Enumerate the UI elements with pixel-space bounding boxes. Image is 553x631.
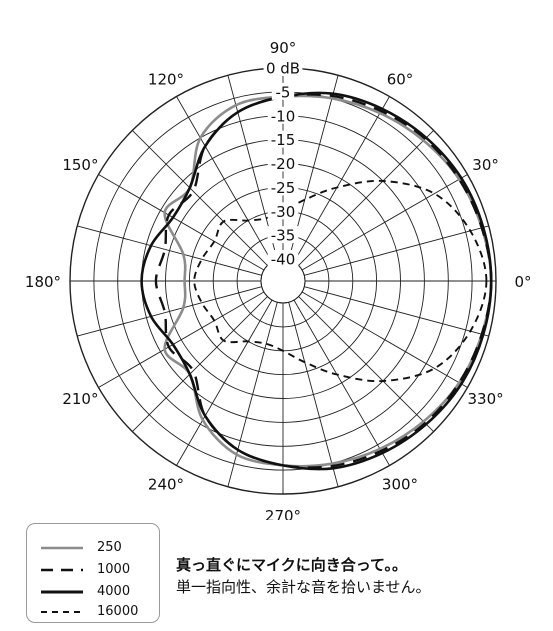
radial-tick-8: -40 xyxy=(271,251,296,269)
angle-tick-300: 300° xyxy=(382,476,418,494)
legend-swatch-16000 xyxy=(41,611,83,613)
angle-tick-270: 270° xyxy=(265,507,301,520)
legend: 250 1000 4000 16000 xyxy=(26,523,160,623)
radial-tick-4: -20 xyxy=(271,155,296,173)
angle-tick-240: 240° xyxy=(148,476,184,494)
radial-tick-bg-1 xyxy=(271,82,295,100)
legend-label-1000: 1000 xyxy=(97,562,131,577)
radial-tick-bg-4 xyxy=(267,154,299,172)
radial-tick-bg-7 xyxy=(267,226,299,244)
angle-tick-30: 30° xyxy=(472,156,499,174)
radial-tick-2: -10 xyxy=(271,107,296,125)
polar-chart: 0 dB -5 -10 -15 -20 -25 -30 -35 -40 0° 30° 60° 90° 12… xyxy=(25,39,532,520)
radial-tick-bg-0 xyxy=(263,59,303,76)
series-4000 xyxy=(140,91,493,471)
legend-swatch-1000 xyxy=(41,568,83,572)
legend-label-4000: 4000 xyxy=(97,584,131,599)
radial-tick-1: -5 xyxy=(276,83,291,101)
angle-tick-120: 120° xyxy=(148,70,184,88)
radial-tick-bg-6 xyxy=(267,202,299,220)
legend-item-4000: 4000 xyxy=(39,584,157,602)
legend-item-16000: 16000 xyxy=(39,604,157,622)
series-250 xyxy=(163,94,493,468)
legend-label-16000: 16000 xyxy=(97,604,139,619)
series-1000 xyxy=(154,93,493,469)
tick-layer: 0 dB -5 -10 -15 -20 -25 -30 -35 -40 0° 30° 60° 90° 12… xyxy=(25,39,532,520)
radial-tick-5: -25 xyxy=(271,179,296,197)
note-headline: 真っ直ぐにマイクに向き合って。。 xyxy=(176,556,408,574)
radial-tick-6: -30 xyxy=(271,203,296,221)
series-16000 xyxy=(193,179,488,383)
legend-swatch-250 xyxy=(41,546,83,550)
radial-tick-0: 0 dB xyxy=(266,60,300,78)
angle-tick-180: 180° xyxy=(25,273,61,291)
angle-tick-330: 330° xyxy=(468,390,504,408)
radial-tick-bg-8 xyxy=(267,250,299,267)
angle-tick-150: 150° xyxy=(62,156,98,174)
radial-tick-7: -35 xyxy=(271,227,296,245)
legend-swatch-4000 xyxy=(41,590,83,594)
series-layer xyxy=(140,91,493,471)
legend-label-250: 250 xyxy=(97,540,122,555)
note-subline: 単一指向性、余計な音を拾いません。 xyxy=(176,578,431,596)
angle-tick-0: 0° xyxy=(514,273,531,291)
radial-tick-bg-5 xyxy=(267,178,299,196)
angle-tick-60: 60° xyxy=(387,70,414,88)
legend-item-1000: 1000 xyxy=(39,562,157,580)
legend-item-250: 250 xyxy=(39,540,157,558)
radial-tick-bg-3 xyxy=(267,130,299,148)
radial-tick-bg-2 xyxy=(267,106,299,124)
angle-tick-90: 90° xyxy=(270,39,297,57)
angle-tick-210: 210° xyxy=(62,390,98,408)
radial-tick-3: -15 xyxy=(271,131,296,149)
